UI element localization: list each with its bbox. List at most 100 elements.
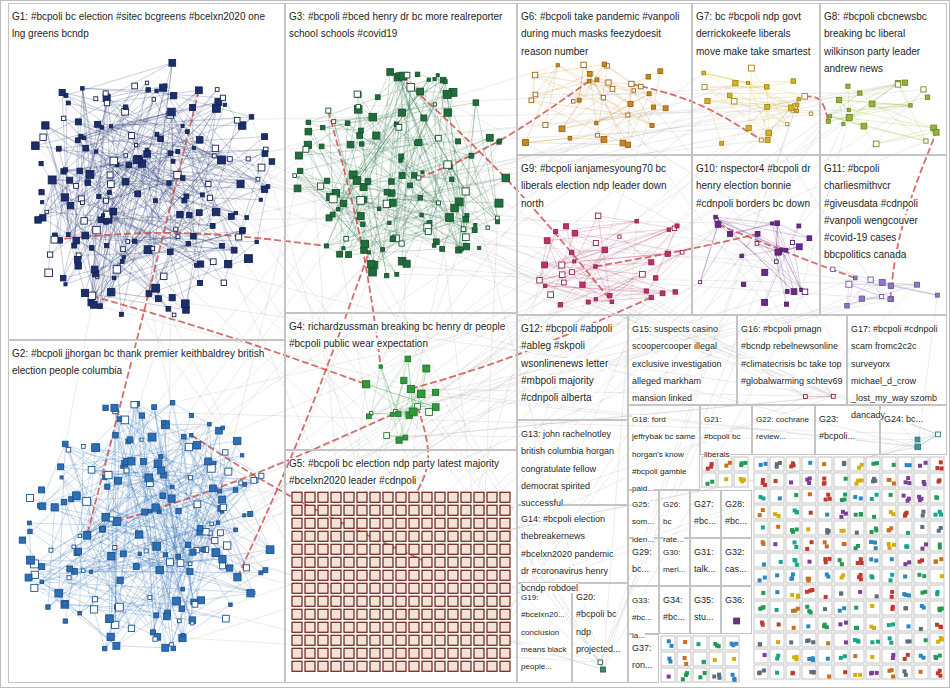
tie-line	[65, 90, 217, 285]
tie-line	[80, 419, 120, 536]
tie-line	[748, 83, 811, 114]
tie-line	[165, 424, 209, 426]
vertex-icon	[357, 557, 367, 567]
vertex-icon	[409, 544, 419, 554]
tie-line	[918, 295, 938, 447]
tie-line	[373, 117, 806, 396]
vertex-icon	[171, 160, 175, 164]
vertex-icon	[51, 504, 58, 511]
vertex-icon	[365, 179, 371, 185]
vertex-icon	[396, 518, 406, 528]
vertex-icon	[190, 105, 196, 111]
vertex-icon	[223, 450, 228, 455]
tie-line	[535, 80, 596, 95]
tie-line	[776, 223, 778, 261]
tie-line	[29, 523, 30, 560]
tie-line	[170, 115, 210, 198]
vertex-icon	[139, 413, 144, 418]
vertex-icon	[448, 531, 458, 541]
vertex-icon	[292, 492, 302, 502]
tie-line	[414, 406, 428, 497]
vertex-icon	[49, 548, 53, 552]
vertex-icon	[417, 176, 421, 180]
tie-line	[268, 187, 782, 250]
vertex-icon	[292, 505, 302, 515]
vertex-icon	[155, 89, 158, 92]
vertex-icon	[433, 78, 436, 81]
vertex-icon	[478, 246, 481, 249]
vertex-icon	[357, 505, 367, 515]
vertex-icon	[418, 195, 423, 200]
vertex-icon	[305, 492, 315, 502]
tie-line	[848, 86, 849, 117]
tie-line	[42, 567, 375, 654]
vertex-icon	[167, 181, 171, 185]
vertex-icon	[234, 117, 240, 123]
tie-line	[805, 96, 829, 121]
vertex-icon	[190, 549, 196, 555]
tie-line	[410, 118, 424, 185]
vertex-icon	[251, 478, 257, 484]
vertex-icon	[473, 100, 479, 106]
vertex-icon	[226, 565, 232, 571]
vertex-icon	[461, 570, 471, 580]
tie-line	[646, 252, 682, 291]
tie-line	[704, 87, 787, 124]
vertex-icon	[383, 518, 393, 528]
vertex-icon	[95, 150, 98, 153]
vertex-icon	[131, 401, 137, 407]
tie-line	[326, 203, 438, 246]
vertex-icon	[463, 217, 468, 222]
vertex-icon	[91, 266, 97, 272]
vertex-icon	[191, 233, 197, 239]
vertex-icon	[409, 408, 417, 416]
tie-line	[369, 394, 421, 416]
vertex-icon	[127, 437, 133, 443]
vertex-icon	[187, 212, 192, 217]
tie-line	[562, 226, 677, 265]
vertex-icon	[100, 526, 106, 532]
tie-line	[59, 490, 236, 593]
vertex-icon	[109, 517, 113, 521]
vertex-icon	[293, 174, 297, 178]
tie-line	[91, 219, 108, 303]
vertex-icon	[219, 555, 226, 562]
tie-line	[351, 145, 423, 173]
vertex-icon	[357, 596, 367, 606]
vertex-icon	[245, 216, 249, 220]
vertex-icon	[396, 437, 402, 443]
tie-line	[323, 128, 361, 131]
tie-line	[178, 491, 219, 557]
vertex-icon	[422, 531, 432, 541]
vertex-icon	[169, 60, 176, 67]
tie-line	[839, 85, 898, 100]
vertex-icon	[66, 448, 71, 453]
vertex-icon	[190, 433, 193, 436]
vertex-icon	[174, 227, 178, 231]
tie-line	[153, 396, 833, 632]
vertex-icon	[85, 180, 90, 185]
tie-line	[429, 223, 461, 249]
tie-line	[628, 94, 649, 145]
vertex-icon	[497, 140, 501, 144]
vertex-icon	[423, 365, 430, 372]
vertices	[19, 60, 940, 672]
vertex-icon	[195, 263, 199, 267]
tie-line	[704, 86, 766, 87]
vertex-icon	[134, 143, 137, 146]
vertex-icon	[166, 306, 171, 311]
tie-line	[212, 524, 270, 550]
vertex-icon	[35, 217, 41, 223]
vertex-icon	[28, 529, 32, 533]
tie-line	[330, 138, 490, 197]
vertex-icon	[305, 583, 315, 593]
vertex-icon	[145, 474, 153, 482]
vertex-icon	[461, 492, 471, 502]
tie-line	[539, 275, 562, 281]
vertex-icon	[152, 405, 157, 410]
tie-line	[843, 83, 898, 124]
tie-line	[80, 472, 229, 536]
vertex-icon	[379, 365, 382, 368]
vertex-icon	[321, 125, 325, 129]
vertex-icon	[148, 596, 152, 600]
